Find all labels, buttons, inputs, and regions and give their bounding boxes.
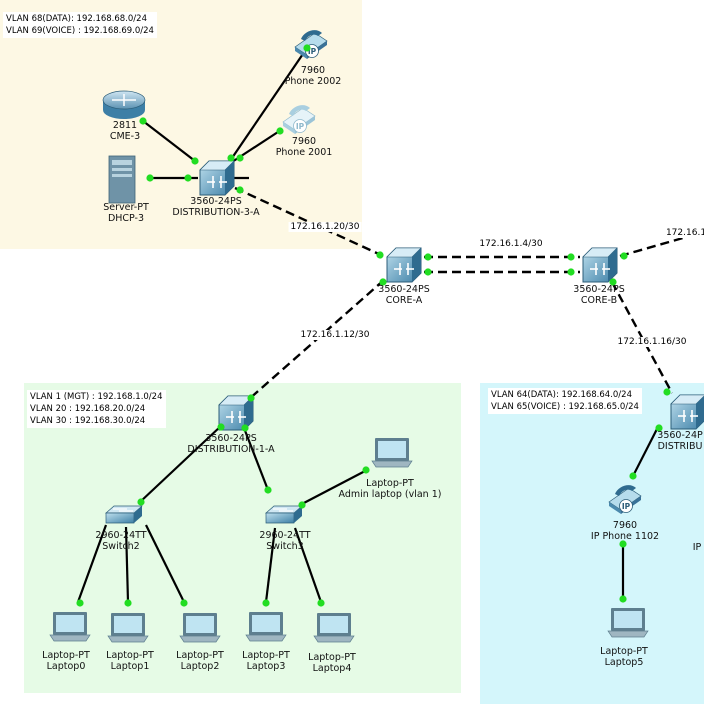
laptop0-icon[interactable]	[49, 611, 91, 642]
device-model: 3560-24PS	[378, 284, 430, 295]
device-model: 3560-24P	[657, 430, 703, 441]
device-model: 7960	[300, 65, 326, 76]
device-model: 7960	[612, 520, 638, 531]
device-model: 3560-24PS	[190, 196, 242, 207]
multilayer-switch-core-a-icon[interactable]	[386, 247, 422, 283]
vlan-info-top-left: VLAN 68(DATA): 192.168.68.0/24 VLAN 69(V…	[3, 12, 157, 38]
device-name: DISTRIBUTION-1-A	[187, 444, 275, 455]
vlan-line: VLAN 65(VOICE) : 192.168.65.0/24	[491, 402, 639, 412]
device-model: Laptop-PT	[600, 646, 648, 657]
device-model: Laptop-PT	[106, 650, 154, 661]
link-label-corea-dist1a: 172.16.1.12/30	[298, 330, 372, 340]
device-model: Laptop-PT	[176, 650, 224, 661]
device-label-dist-2: 3560-24P DISTRIBU	[657, 430, 702, 452]
device-name: Laptop2	[180, 661, 220, 672]
device-name: Laptop3	[246, 661, 286, 672]
device-name: Switch2	[102, 541, 140, 552]
device-name: Laptop4	[312, 663, 352, 674]
port-indicators	[76, 44, 671, 607]
device-name: CME-3	[109, 131, 141, 142]
multilayer-switch-dist-1-a-icon[interactable]	[218, 395, 254, 431]
device-model: Laptop-PT	[42, 650, 90, 661]
device-label-phone-partial: IP	[693, 542, 702, 553]
device-name: CORE-B	[580, 295, 618, 306]
link-label-coreb-right: 172.16.1	[663, 228, 704, 238]
vlan-info-bottom-right: VLAN 64(DATA): 192.168.64.0/24 VLAN 65(V…	[488, 388, 642, 414]
vlan-line: VLAN 20 : 192.168.20.0/24	[30, 404, 146, 414]
zone-bottom-left	[24, 383, 461, 693]
device-name: Phone 2001	[275, 147, 333, 158]
device-label-laptop4: Laptop-PT Laptop4	[308, 652, 356, 674]
laptop5-icon[interactable]	[607, 607, 649, 638]
device-name: Phone 2002	[284, 76, 342, 87]
solid-links	[76, 47, 659, 603]
multilayer-switch-core-b-icon[interactable]	[582, 247, 618, 283]
vlan-line: VLAN 69(VOICE) : 192.168.69.0/24	[6, 26, 154, 36]
device-label-switch2: 2960-24TT Switch2	[95, 530, 146, 552]
device-label-phone-2001: 7960 Phone 2001	[276, 136, 333, 158]
device-name: Laptop0	[46, 661, 86, 672]
device-label-laptop0: Laptop-PT Laptop0	[42, 650, 90, 672]
admin-laptop-icon[interactable]	[371, 437, 413, 468]
device-label-cme-3: 2811 CME-3	[110, 120, 140, 142]
ip-phone-1102-icon[interactable]	[608, 484, 642, 515]
device-name: DISTRIBU	[657, 441, 703, 452]
ip-phone-2001-icon[interactable]	[282, 104, 316, 135]
device-model: 2811	[112, 120, 138, 131]
device-model: 3560-24PS	[573, 284, 625, 295]
device-model: 7960	[291, 136, 317, 147]
device-label-phone-2002: 7960 Phone 2002	[285, 65, 342, 87]
device-label-core-b: 3560-24PS CORE-B	[573, 284, 624, 306]
device-label-laptop2: Laptop-PT Laptop2	[176, 650, 224, 672]
device-label-dist-3-a: 3560-24PS DISTRIBUTION-3-A	[172, 196, 259, 218]
device-label-laptop1: Laptop-PT Laptop1	[106, 650, 154, 672]
device-name: CORE-A	[385, 295, 423, 306]
device-name: IP	[692, 542, 702, 553]
vlan-line: VLAN 68(DATA): 192.168.68.0/24	[6, 14, 147, 24]
device-name: DHCP-3	[107, 213, 145, 224]
vlan-info-bottom-left: VLAN 1 (MGT) : 192.168.1.0/24 VLAN 20 : …	[27, 390, 166, 428]
laptop3-icon[interactable]	[245, 611, 287, 642]
multilayer-switch-dist-2-icon[interactable]	[670, 394, 704, 430]
device-label-admin-laptop: Laptop-PT Admin laptop (vlan 1)	[339, 478, 442, 500]
link-label-coreb-dist2: 172.16.1.16/30	[615, 337, 689, 347]
device-label-core-a: 3560-24PS CORE-A	[378, 284, 429, 306]
device-name: IP Phone 1102	[590, 531, 660, 542]
ip-phone-2002-icon[interactable]	[294, 29, 328, 60]
device-label-laptop5: Laptop-PT Laptop5	[600, 646, 648, 668]
link-label-corea-coreb: 172.16.1.4/30	[477, 239, 545, 249]
zone-bottom-right	[480, 383, 704, 704]
laptop2-icon[interactable]	[179, 612, 221, 643]
switch3-icon[interactable]	[265, 505, 303, 524]
device-label-laptop3: Laptop-PT Laptop3	[242, 650, 290, 672]
device-label-dist-1-a: 3560-24PS DISTRIBUTION-1-A	[187, 433, 274, 455]
device-name: Admin laptop (vlan 1)	[338, 489, 442, 500]
device-label-switch3: 2960-24TT Switch3	[259, 530, 310, 552]
device-model: Laptop-PT	[308, 652, 356, 663]
device-model: 3560-24PS	[205, 433, 257, 444]
device-model: 2960-24TT	[259, 530, 311, 541]
device-model: Server-PT	[103, 202, 149, 213]
device-model: Laptop-PT	[366, 478, 414, 489]
vlan-line: VLAN 30 : 192.168.30.0/24	[30, 416, 146, 426]
router-cme-3-icon[interactable]	[102, 90, 146, 119]
device-model: 2960-24TT	[95, 530, 147, 541]
vlan-line: VLAN 1 (MGT) : 192.168.1.0/24	[30, 392, 163, 402]
device-label-dhcp-3: Server-PT DHCP-3	[103, 202, 149, 224]
multilayer-switch-dist-3-a-icon[interactable]	[199, 160, 235, 196]
laptop1-icon[interactable]	[107, 612, 149, 643]
vlan-line: VLAN 64(DATA): 192.168.64.0/24	[491, 390, 632, 400]
device-name: Switch3	[266, 541, 304, 552]
link-label-dist3a-corea: 172.16.1.20/30	[288, 222, 362, 232]
laptop4-icon[interactable]	[313, 612, 355, 643]
device-label-phone-1102: 7960 IP Phone 1102	[591, 520, 659, 542]
device-name: Laptop5	[604, 657, 644, 668]
server-dhcp-3-icon[interactable]	[108, 155, 136, 204]
switch2-icon[interactable]	[105, 505, 143, 524]
device-name: DISTRIBUTION-3-A	[172, 207, 260, 218]
dashed-links	[234, 186, 704, 401]
device-name: Laptop1	[110, 661, 150, 672]
device-model: Laptop-PT	[242, 650, 290, 661]
